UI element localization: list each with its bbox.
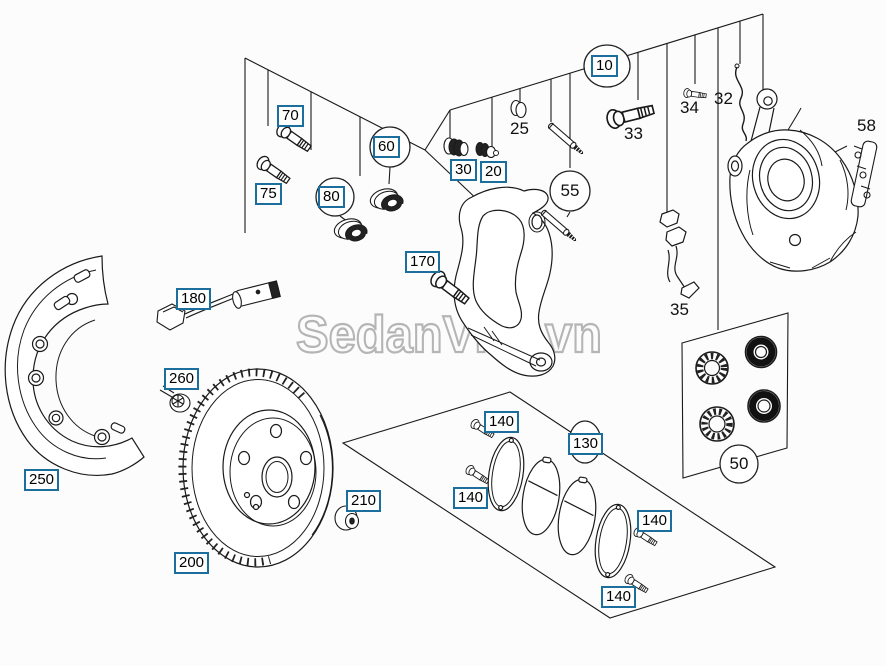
callout-140-4[interactable]: 140 bbox=[601, 586, 637, 608]
callout-30[interactable]: 30 bbox=[450, 159, 477, 181]
watermark-text: SedanViet.vn bbox=[296, 306, 602, 364]
callout-260[interactable]: 260 bbox=[164, 368, 200, 390]
callout-35: 35 bbox=[670, 300, 689, 319]
callout-58: 58 bbox=[857, 116, 876, 135]
callout-circle-50 bbox=[719, 444, 759, 484]
callout-210[interactable]: 210 bbox=[346, 490, 382, 512]
callout-140-1[interactable]: 140 bbox=[484, 411, 520, 433]
callout-50: 50 bbox=[729, 454, 749, 473]
brake-pads-drawing bbox=[487, 436, 632, 579]
callout-33: 33 bbox=[624, 124, 643, 143]
brake-pad-kit-outline bbox=[341, 391, 777, 619]
brake-caliper-drawing bbox=[727, 88, 859, 272]
callout-20[interactable]: 20 bbox=[480, 161, 507, 183]
callout-140-2[interactable]: 140 bbox=[453, 487, 489, 509]
callout-32: 32 bbox=[714, 89, 733, 108]
callout-60[interactable]: 60 bbox=[373, 136, 400, 158]
callout-10[interactable]: 10 bbox=[591, 55, 618, 77]
callout-180[interactable]: 180 bbox=[176, 288, 212, 310]
callout-200[interactable]: 200 bbox=[174, 552, 210, 574]
callout-55: 55 bbox=[560, 181, 580, 200]
caliper-bracket-drawing bbox=[453, 186, 556, 377]
callout-34: 34 bbox=[680, 98, 699, 117]
caps-and-sleeve-drawing bbox=[443, 99, 527, 159]
torx-screw-drawing bbox=[159, 385, 191, 413]
brake-disc-drawing bbox=[178, 368, 334, 568]
callout-140-3[interactable]: 140 bbox=[637, 510, 673, 532]
callout-25: 25 bbox=[510, 119, 529, 138]
callout-circle-55 bbox=[549, 170, 591, 212]
callout-80[interactable]: 80 bbox=[318, 186, 345, 208]
callout-170[interactable]: 170 bbox=[405, 251, 441, 273]
callout-250[interactable]: 250 bbox=[24, 469, 60, 491]
wear-sensor-drawing bbox=[156, 280, 281, 331]
retaining-plate-drawing bbox=[850, 140, 878, 208]
spring-clip-drawing bbox=[659, 209, 700, 299]
callout-75[interactable]: 75 bbox=[255, 183, 282, 205]
seal-kit-rings-drawing bbox=[695, 335, 781, 442]
wire-spring-drawing bbox=[734, 63, 748, 142]
callout-70[interactable]: 70 bbox=[277, 105, 304, 127]
leader-lines bbox=[244, 13, 764, 330]
callout-130[interactable]: 130 bbox=[568, 433, 604, 455]
seal-kit-outline bbox=[681, 312, 789, 479]
dust-shield-drawing bbox=[4, 255, 145, 476]
